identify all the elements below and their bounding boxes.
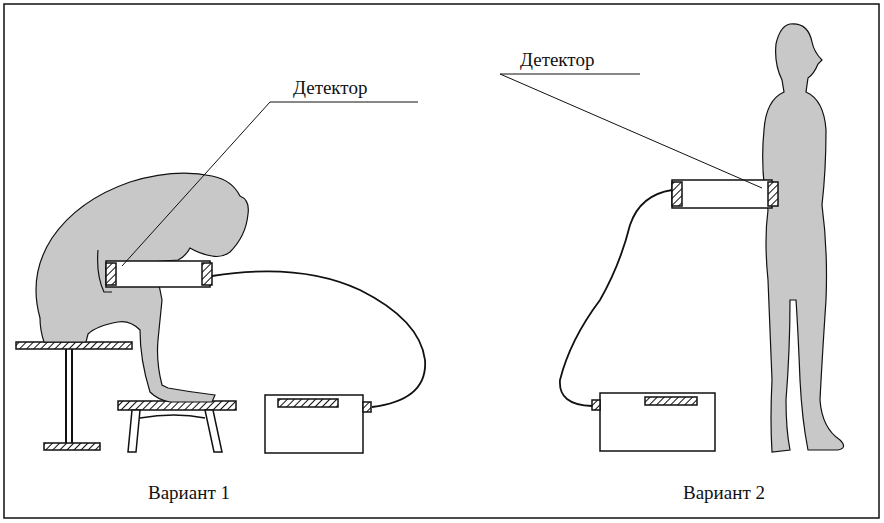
frame [4,4,879,518]
callout-label: Детектор [293,78,367,99]
variant-caption: Вариант 1 [148,483,230,504]
standing-person [763,24,844,452]
leader-line [122,74,762,266]
cable [212,271,425,407]
stool [16,342,132,450]
detector-probe [106,261,212,287]
detector-probe [672,180,778,208]
seated-person [36,173,248,402]
footstool [118,401,236,452]
callout-label: Детектор [520,50,594,71]
cable [560,190,672,406]
measuring-instrument [592,393,715,451]
measuring-instrument [265,395,371,453]
variant-caption: Вариант 2 [683,483,765,504]
